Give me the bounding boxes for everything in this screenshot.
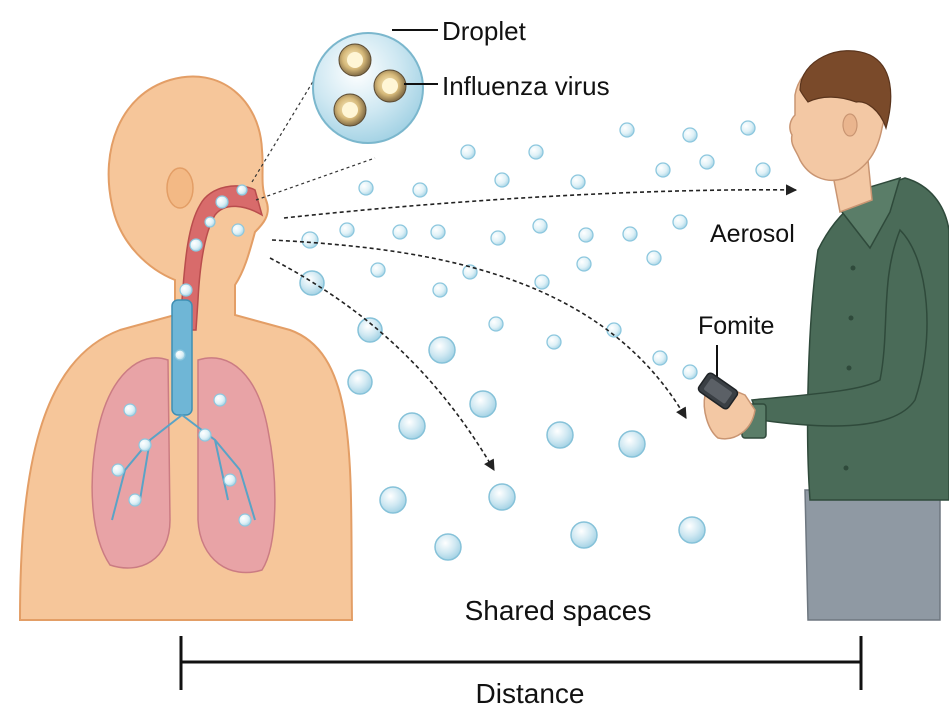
receiver-ear <box>843 114 857 136</box>
infected-person-ear <box>167 168 193 208</box>
droplet-particles <box>300 271 705 560</box>
trousers <box>805 490 940 620</box>
infected-person <box>20 76 352 620</box>
label-influenza-virus: Influenza virus <box>442 71 610 101</box>
label-shared-spaces: Shared spaces <box>465 595 652 626</box>
aerosol-trajectory <box>284 190 796 218</box>
label-droplet: Droplet <box>442 16 527 46</box>
label-distance: Distance <box>476 678 585 709</box>
label-aerosol: Aerosol <box>710 220 795 248</box>
droplet-magnifier-icon <box>313 33 423 143</box>
label-fomite: Fomite <box>698 312 774 340</box>
